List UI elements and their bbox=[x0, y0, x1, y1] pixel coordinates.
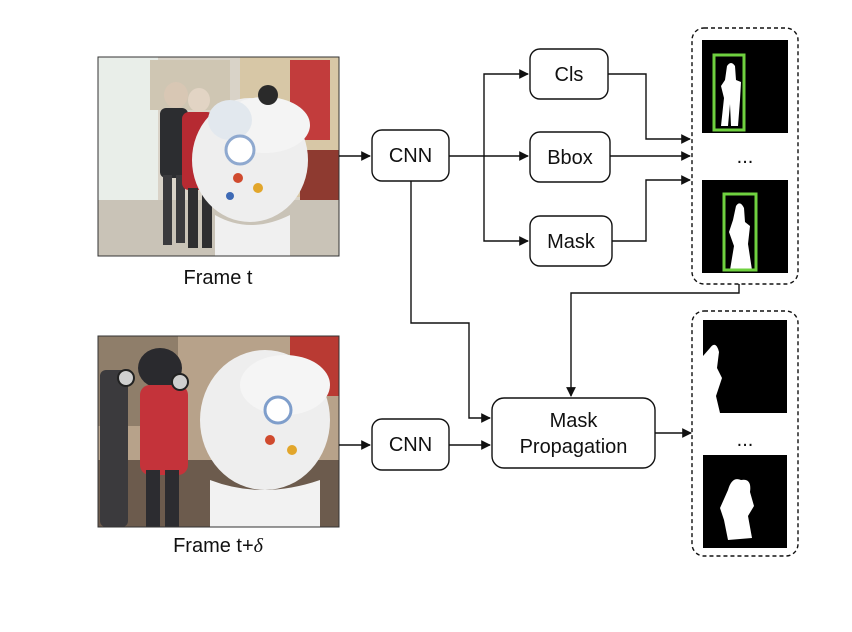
top-ellipsis: ... bbox=[737, 146, 754, 168]
bottom-output-group: ... bbox=[691, 310, 799, 557]
frame-t-caption: Frame t bbox=[184, 267, 253, 289]
bottom-mask-thumbnail-2 bbox=[703, 455, 787, 548]
frame-t-delta-image bbox=[98, 336, 339, 527]
arrow-icon bbox=[566, 283, 740, 397]
frame-t-delta-caption: Frame t+δ bbox=[173, 535, 264, 557]
cls-label: Cls bbox=[555, 64, 584, 86]
cnn-top-box: CNN bbox=[371, 129, 450, 182]
cnn-top-label: CNN bbox=[389, 145, 432, 167]
cnn-bottom-box: CNN bbox=[371, 418, 450, 471]
top-output-group: ... bbox=[691, 27, 799, 285]
top-mask-thumbnail-1 bbox=[702, 40, 788, 133]
arrow-icon bbox=[410, 181, 491, 423]
mask-box: Mask bbox=[529, 215, 613, 267]
arrow-icon bbox=[483, 156, 529, 246]
connector-arrows bbox=[339, 69, 740, 450]
mask-propagation-line2: Propagation bbox=[520, 436, 628, 458]
mask-propagation-line1: Mask bbox=[550, 410, 599, 432]
mask-label: Mask bbox=[547, 231, 596, 253]
bbox-label: Bbox bbox=[547, 147, 593, 169]
arrow-icon bbox=[483, 69, 529, 156]
arrow-icon bbox=[612, 175, 691, 242]
mask-propagation-box: Mask Propagation bbox=[491, 397, 656, 469]
bbox-box: Bbox bbox=[529, 131, 611, 183]
frame-t-image bbox=[98, 57, 339, 256]
cls-box: Cls bbox=[529, 48, 609, 100]
top-mask-thumbnail-2 bbox=[702, 180, 788, 273]
arrow-icon bbox=[608, 73, 691, 144]
bottom-mask-thumbnail-1 bbox=[703, 320, 787, 413]
bottom-ellipsis: ... bbox=[737, 429, 754, 451]
cnn-bottom-label: CNN bbox=[389, 434, 432, 456]
